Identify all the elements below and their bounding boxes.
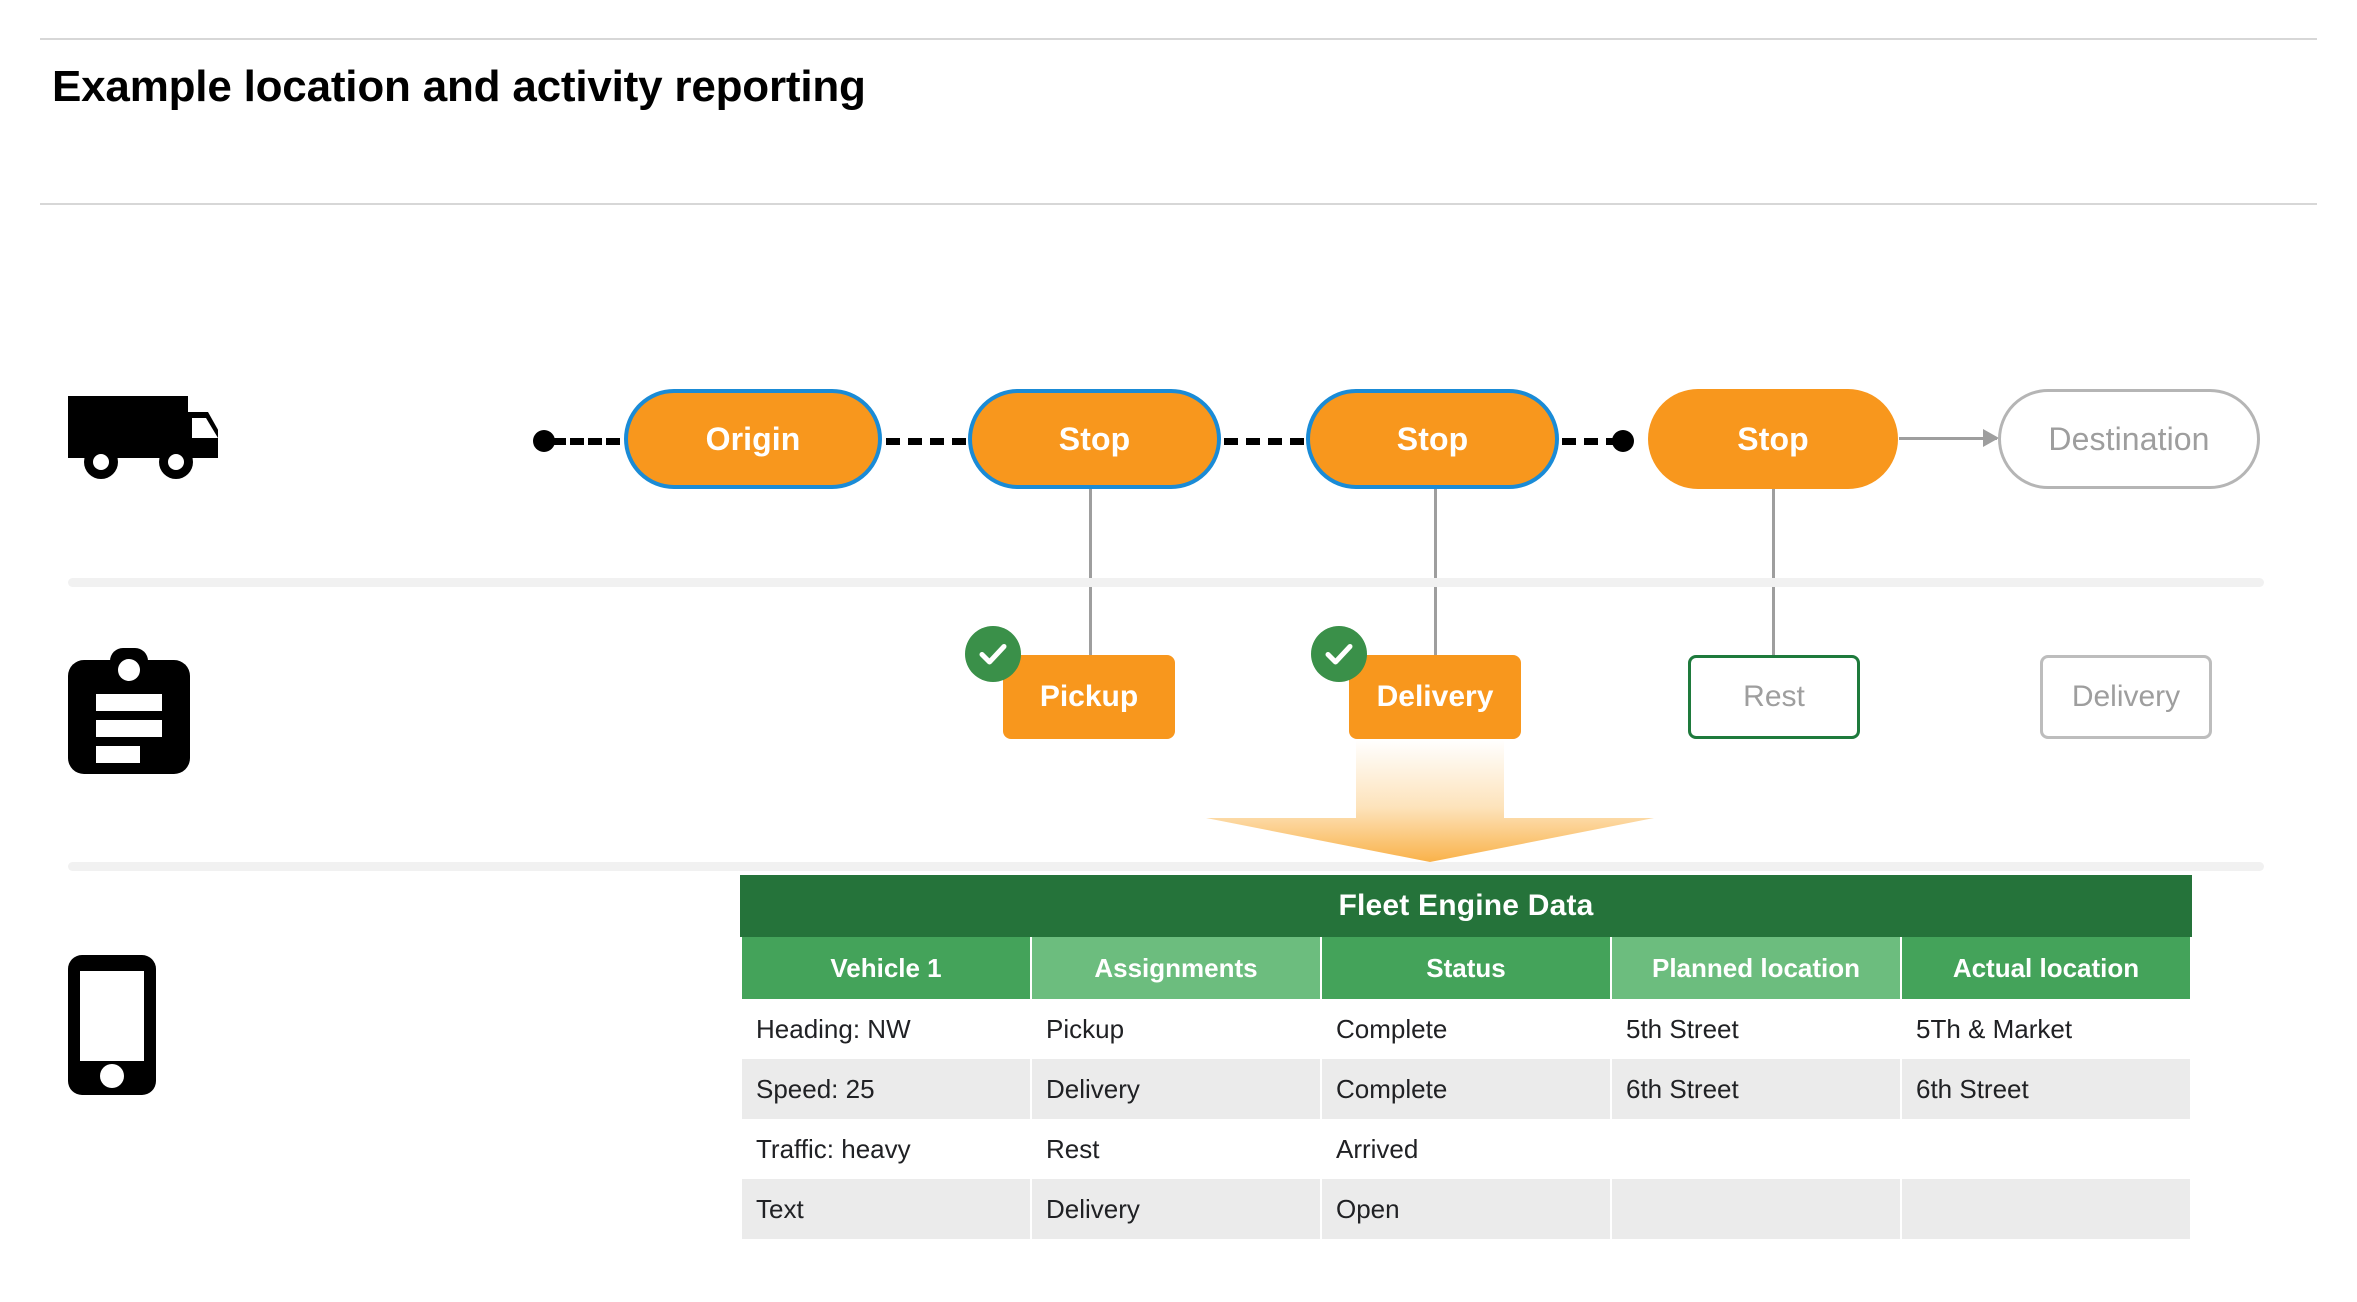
cell-status: Arrived <box>1322 1119 1610 1179</box>
arrow-to-destination-icon <box>1899 429 1999 447</box>
page-title: Example location and activity reporting <box>52 62 866 111</box>
route-stop-label: Stop <box>1737 420 1809 457</box>
fleet-table-grid: Vehicle 1 Assignments Status Planned loc… <box>740 937 2192 1239</box>
route-stop-1[interactable]: Stop <box>968 389 1221 489</box>
activity-card-label: Delivery <box>1376 680 1494 713</box>
column-header-actual-location[interactable]: Actual location <box>1902 937 2190 999</box>
route-stop-label: Stop <box>1396 420 1469 457</box>
route-stop-destination[interactable]: Destination <box>1998 389 2260 489</box>
route-mid-dot <box>1612 430 1634 452</box>
cell-vehicle: Speed: 25 <box>742 1059 1030 1119</box>
data-flow-arrow-icon <box>1206 740 1654 862</box>
cell-assignment: Rest <box>1032 1119 1320 1179</box>
route-stop-origin[interactable]: Origin <box>624 389 882 489</box>
route-dashed-link-3 <box>1224 438 1304 445</box>
cell-vehicle: Heading: NW <box>742 999 1030 1059</box>
cell-vehicle: Text <box>742 1179 1030 1239</box>
table-row[interactable]: Speed: 25 Delivery Complete 6th Street 6… <box>742 1059 2190 1119</box>
route-start-dot <box>533 430 555 452</box>
activity-card-rest[interactable]: Rest <box>1688 655 1860 739</box>
header-divider-rule <box>40 203 2317 205</box>
connector-stop3-to-rest <box>1772 489 1775 655</box>
cell-status: Complete <box>1322 1059 1610 1119</box>
fleet-table-title: Fleet Engine Data <box>740 875 2192 937</box>
table-header-row: Vehicle 1 Assignments Status Planned loc… <box>742 937 2190 999</box>
cell-vehicle: Traffic: heavy <box>742 1119 1030 1179</box>
table-row[interactable]: Heading: NW Pickup Complete 5th Street 5… <box>742 999 2190 1059</box>
cell-status: Open <box>1322 1179 1610 1239</box>
cell-assignment: Pickup <box>1032 999 1320 1059</box>
table-row[interactable]: Traffic: heavy Rest Arrived <box>742 1119 2190 1179</box>
activity-card-label: Pickup <box>1039 680 1139 713</box>
clipboard-icon <box>68 648 190 779</box>
cell-actual-location: 5Th & Market <box>1902 999 2190 1059</box>
cell-actual-location <box>1902 1179 2190 1239</box>
pickup-complete-check-icon <box>965 626 1021 682</box>
cell-assignment: Delivery <box>1032 1179 1320 1239</box>
route-stop-label: Destination <box>2048 420 2210 457</box>
lane-divider-activity-data <box>68 862 2264 871</box>
truck-icon <box>68 392 226 487</box>
cell-planned-location: 6th Street <box>1612 1059 1900 1119</box>
route-stop-label: Origin <box>705 420 801 457</box>
activity-card-delivery-2[interactable]: Delivery <box>2040 655 2212 739</box>
activity-card-label: Rest <box>1743 680 1805 713</box>
table-row[interactable]: Text Delivery Open <box>742 1179 2190 1239</box>
cell-status: Complete <box>1322 999 1610 1059</box>
column-header-planned-location[interactable]: Planned location <box>1612 937 1900 999</box>
fleet-engine-data-table: Fleet Engine Data Vehicle 1 Assignments … <box>740 875 2192 1239</box>
top-divider-rule <box>40 38 2317 40</box>
cell-actual-location: 6th Street <box>1902 1059 2190 1119</box>
column-header-assignments[interactable]: Assignments <box>1032 937 1320 999</box>
lane-divider-route-activity <box>68 578 2264 587</box>
column-header-vehicle[interactable]: Vehicle 1 <box>742 937 1030 999</box>
cell-assignment: Delivery <box>1032 1059 1320 1119</box>
activity-card-pickup[interactable]: Pickup <box>1003 655 1175 739</box>
cell-planned-location <box>1612 1179 1900 1239</box>
route-dashed-link-1 <box>552 438 620 445</box>
route-dashed-link-2 <box>886 438 966 445</box>
phone-icon <box>68 955 156 1100</box>
route-dashed-link-4 <box>1562 438 1620 445</box>
activity-card-delivery[interactable]: Delivery <box>1349 655 1521 739</box>
activity-card-label: Delivery <box>2071 680 2181 713</box>
delivery-complete-check-icon <box>1311 626 1367 682</box>
connector-stop2-to-delivery <box>1434 489 1437 655</box>
cell-planned-location: 5th Street <box>1612 999 1900 1059</box>
route-stop-label: Stop <box>1058 420 1131 457</box>
route-stop-3[interactable]: Stop <box>1648 389 1898 489</box>
cell-actual-location <box>1902 1119 2190 1179</box>
route-stop-2[interactable]: Stop <box>1306 389 1559 489</box>
connector-stop1-to-pickup <box>1089 489 1092 655</box>
column-header-status[interactable]: Status <box>1322 937 1610 999</box>
cell-planned-location <box>1612 1119 1900 1179</box>
